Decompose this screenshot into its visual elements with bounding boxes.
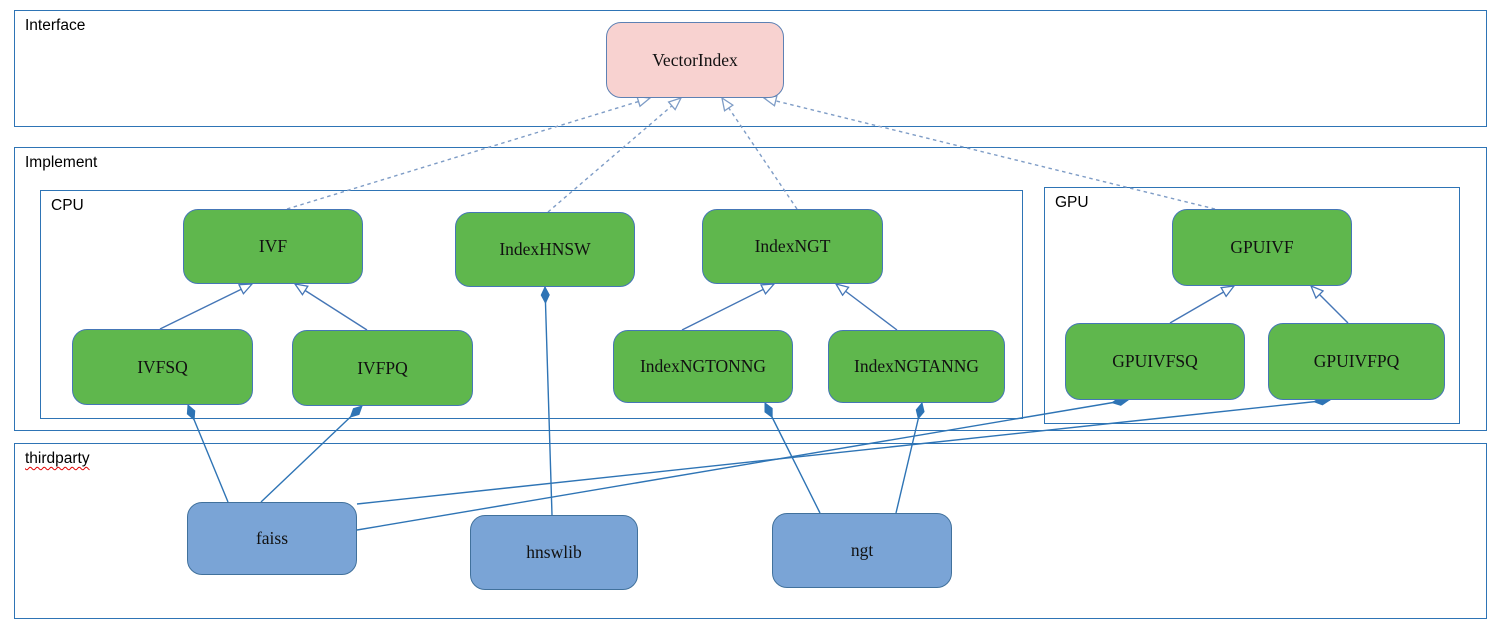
node-label-faiss: faiss xyxy=(255,528,289,548)
node-label-indexngtanng: IndexNGTANNG xyxy=(854,356,979,376)
node-label-gpuivfsq: GPUIVFSQ xyxy=(1112,351,1198,371)
node-faiss[interactable]: faiss xyxy=(187,502,357,575)
container-label-gpu: GPU xyxy=(1055,194,1089,211)
container-label-implement: Implement xyxy=(25,154,98,171)
node-label-hnswlib: hnswlib xyxy=(526,542,582,562)
node-ngt[interactable]: ngt xyxy=(772,513,952,588)
container-label-cpu: CPU xyxy=(51,197,84,214)
node-label-ngt: ngt xyxy=(850,540,874,560)
node-indexngt[interactable]: IndexNGT xyxy=(702,209,883,284)
node-vectorindex[interactable]: VectorIndex xyxy=(606,22,784,98)
node-ivf[interactable]: IVF xyxy=(183,209,363,284)
container-label-interface: Interface xyxy=(25,17,86,34)
node-gpuivfsq[interactable]: GPUIVFSQ xyxy=(1065,323,1245,400)
node-ivfpq[interactable]: IVFPQ xyxy=(292,330,473,406)
node-gpuivfpq[interactable]: GPUIVFPQ xyxy=(1268,323,1445,400)
node-label-gpuivf: GPUIVF xyxy=(1230,237,1294,257)
node-gpuivf[interactable]: GPUIVF xyxy=(1172,209,1352,286)
container-label-thirdparty: thirdparty xyxy=(25,450,90,467)
node-label-vectorindex: VectorIndex xyxy=(652,49,738,70)
node-ivfsq[interactable]: IVFSQ xyxy=(72,329,253,405)
node-label-ivfsq: IVFSQ xyxy=(137,356,188,377)
node-hnswlib[interactable]: hnswlib xyxy=(470,515,638,590)
node-indexngtanng[interactable]: IndexNGTANNG xyxy=(828,330,1005,403)
node-label-indexngtonng: IndexNGTONNG xyxy=(639,356,767,376)
node-label-indexngt: IndexNGT xyxy=(754,236,831,256)
node-label-ivfpq: IVFPQ xyxy=(357,357,408,378)
node-label-gpuivfpq: GPUIVFPQ xyxy=(1313,351,1400,371)
node-label-ivf: IVF xyxy=(258,236,288,256)
node-indexhnsw[interactable]: IndexHNSW xyxy=(455,212,635,287)
node-label-indexhnsw: IndexHNSW xyxy=(499,239,591,259)
node-indexngtonng[interactable]: IndexNGTONNG xyxy=(613,330,793,403)
